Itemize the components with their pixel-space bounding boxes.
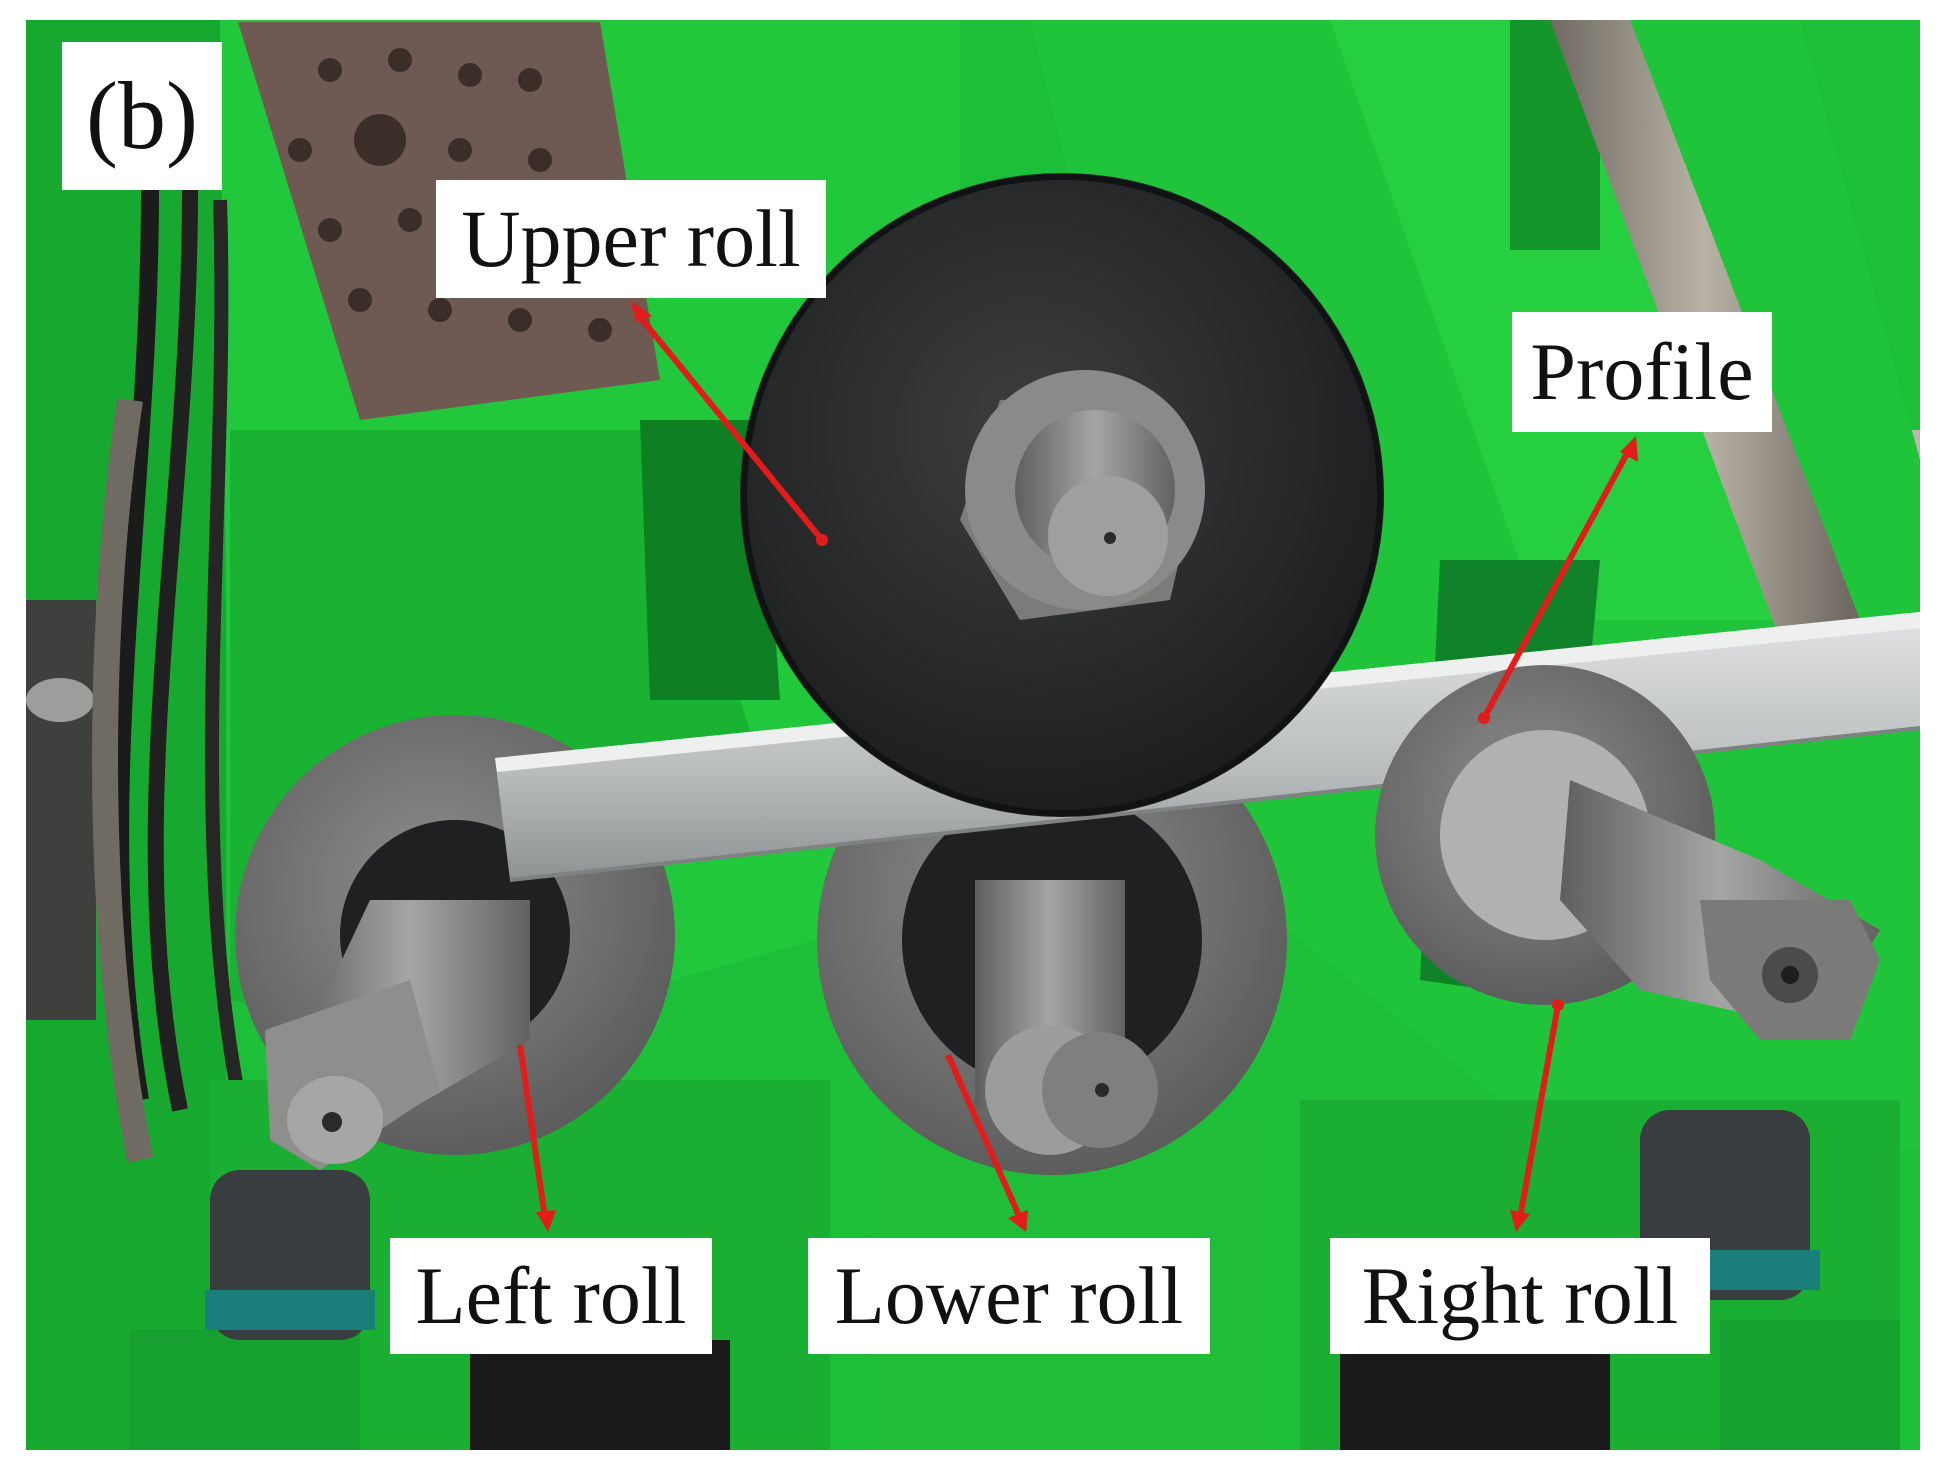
left-roll-label: Left roll: [390, 1238, 712, 1354]
upper-roll-label: Upper roll: [436, 180, 826, 298]
profile-label: Profile: [1512, 312, 1772, 432]
lower-roll-label: Lower roll: [808, 1238, 1210, 1354]
panel-label: (b): [62, 42, 222, 190]
right-roll-label: Right roll: [1330, 1238, 1710, 1354]
